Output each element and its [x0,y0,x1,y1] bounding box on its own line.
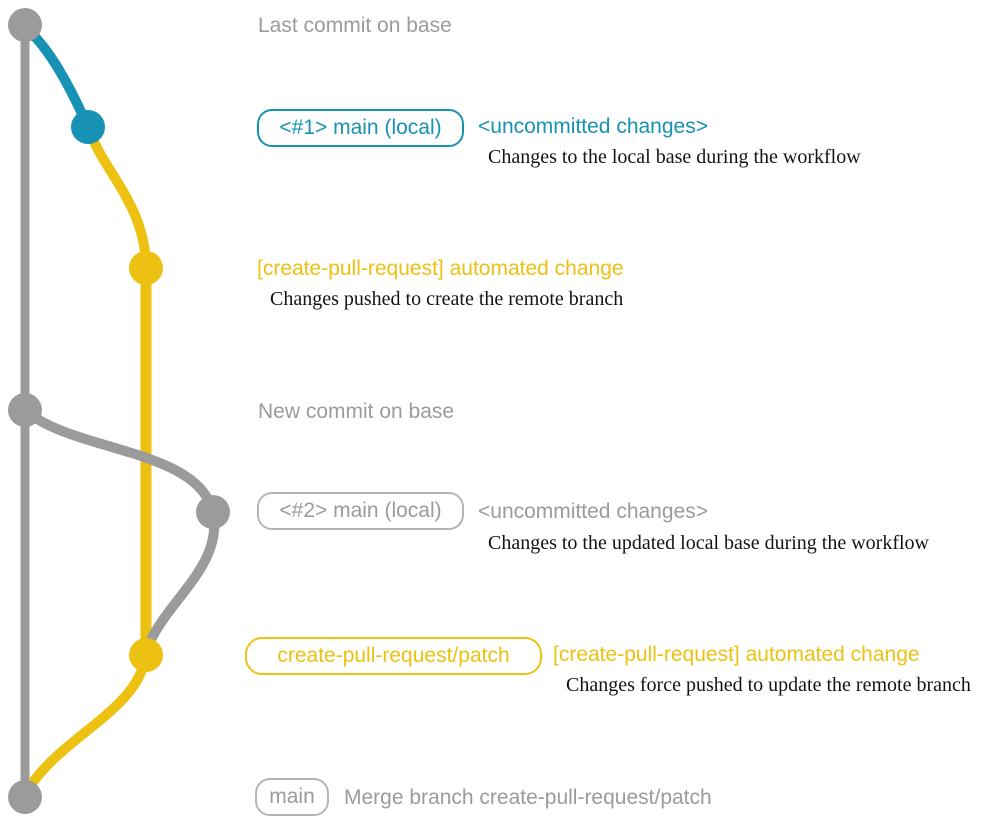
commit-message-automated-change-1: [create-pull-request] automated change [257,257,624,280]
description-changes-force-pushed: Changes force pushed to update the remot… [566,674,971,696]
merge-edge [21,654,151,796]
uncommitted-changes-label-1: <uncommitted changes> [478,115,708,138]
patch-branch-edge-1 [83,125,151,269]
commit-node-automated-change-2 [129,638,163,672]
local-main-2-edge [21,406,218,514]
branch-badge-create-pull-request-patch-label: create-pull-request/patch [277,644,510,667]
branch-badge-create-pull-request-patch: create-pull-request/patch [245,637,542,675]
branch-badge-main-local-1-label: <#1> main (local) [279,116,442,139]
commit-node-last-base [8,8,42,42]
uncommitted-changes-label-2: <uncommitted changes> [478,500,708,523]
branch-badge-main-local-2: <#2> main (local) [257,492,464,530]
local-main-1-edge [21,23,93,130]
commit-node-new-base [8,393,42,427]
branch-badge-main-local-1: <#1> main (local) [257,109,464,147]
commit-node-local-main-2 [196,495,230,529]
branch-badge-main-local-2-label: <#2> main (local) [279,499,442,522]
commit-node-automated-change-1 [129,251,163,285]
description-updated-local-base-changes: Changes to the updated local base during… [488,532,929,554]
description-changes-pushed: Changes pushed to create the remote bran… [270,288,624,310]
label-new-commit-on-base: New commit on base [258,400,455,423]
branch-badge-main-label: main [269,785,315,808]
commit-node-merge [8,780,42,814]
commit-message-automated-change-2: [create-pull-request] automated change [553,643,920,666]
branch-badge-main: main [255,778,329,816]
description-local-base-changes: Changes to the local base during the wor… [488,146,861,168]
commit-graph [8,8,230,814]
commit-message-merge-branch: Merge branch create-pull-request/patch [344,786,712,809]
label-last-commit-on-base: Last commit on base [258,14,452,37]
rebase-edge [141,511,220,654]
commit-node-local-main-1 [71,110,105,144]
